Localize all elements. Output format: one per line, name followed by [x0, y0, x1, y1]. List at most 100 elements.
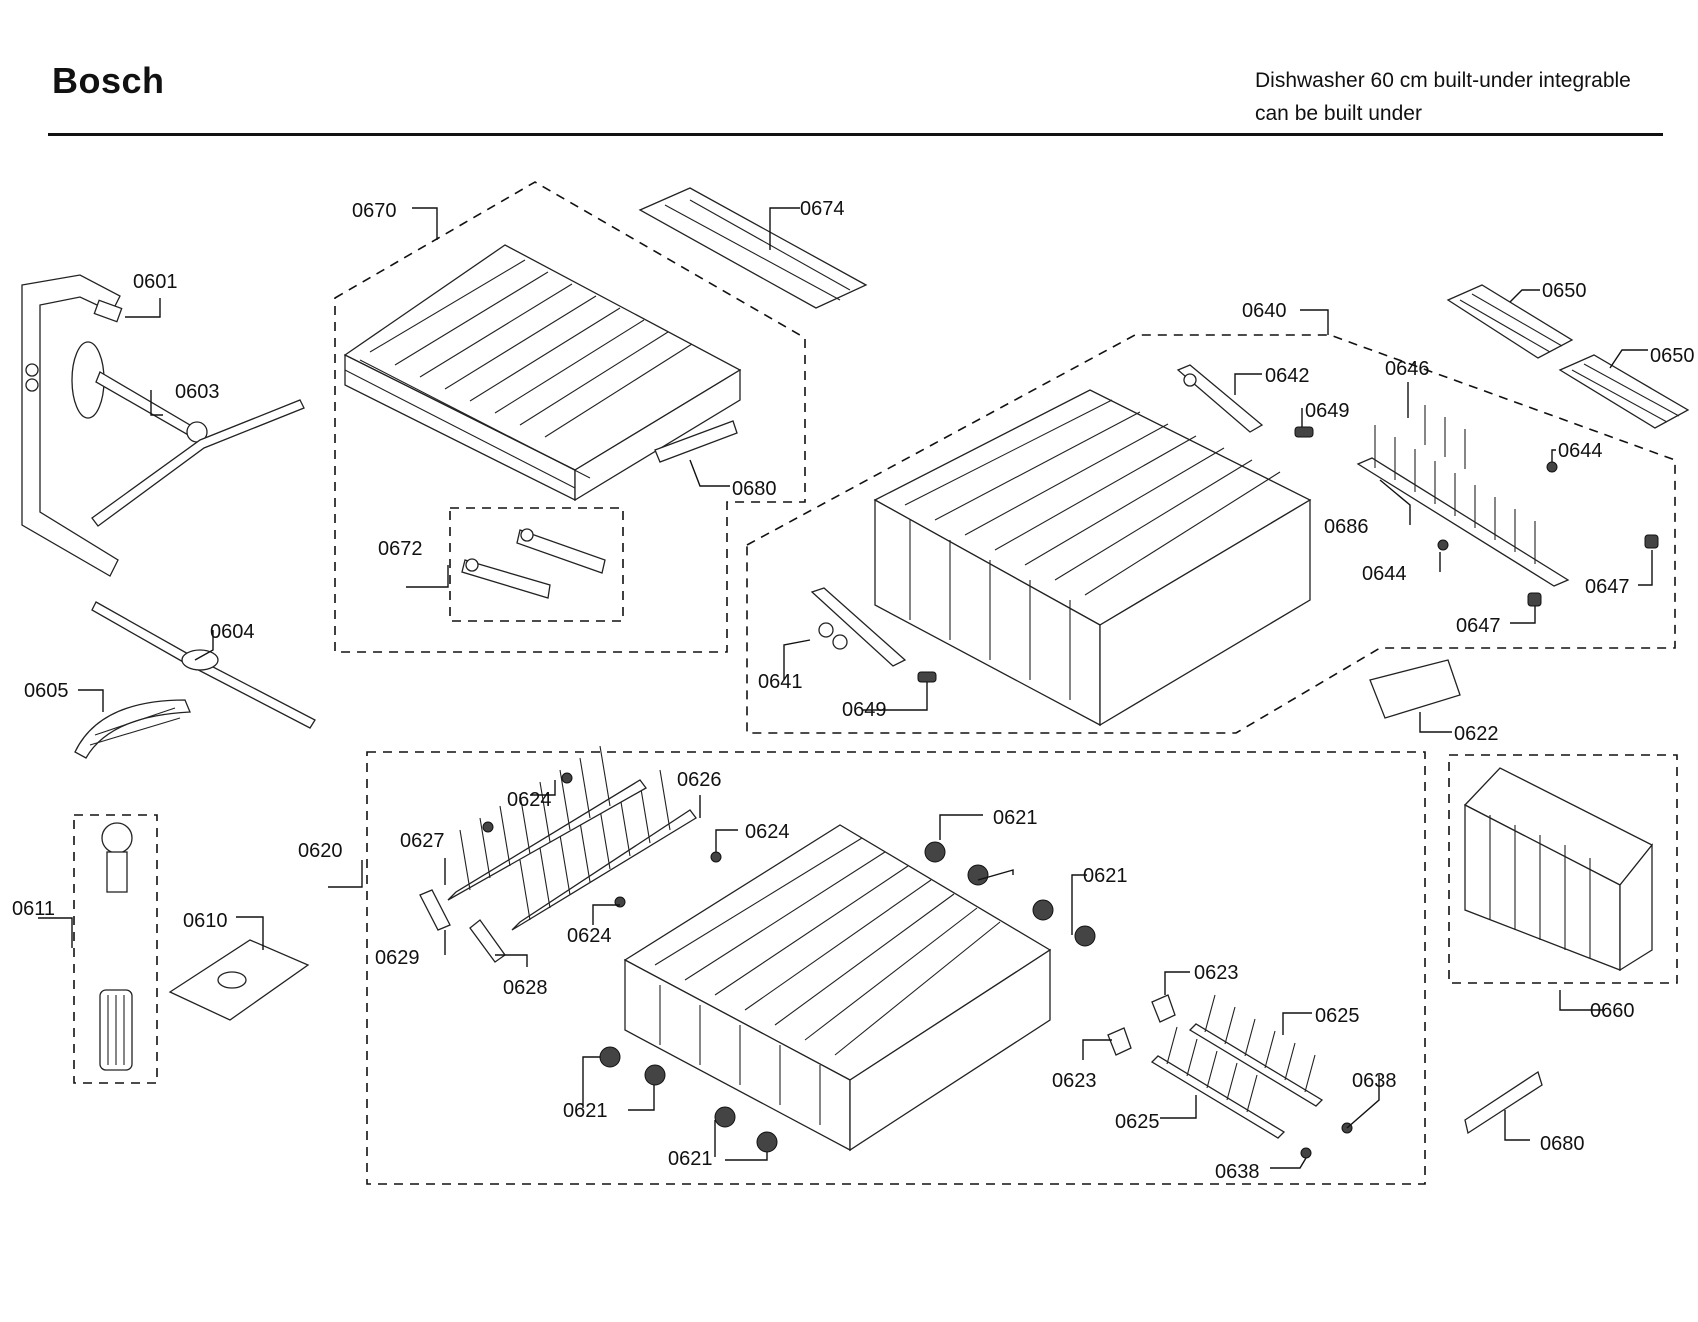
part-0625-tine-rack-a — [1188, 994, 1324, 1107]
part-0670-upper-basket — [343, 244, 742, 502]
part-0621-wheel-f — [644, 1064, 666, 1086]
group-box-0620 — [366, 751, 1426, 1185]
header-rule — [48, 133, 1663, 136]
part-0647-stop-a — [1644, 534, 1659, 549]
part-0621-wheel-b — [967, 864, 989, 886]
part-0649-clip-upper — [1294, 426, 1314, 438]
callout-0604: 0604 — [210, 621, 255, 643]
part-0621-wheel-g — [714, 1106, 736, 1128]
callout-0622: 0622 — [1454, 723, 1499, 745]
part-0660-cutlery-basket — [1463, 767, 1654, 972]
callout-0670: 0670 — [352, 200, 397, 222]
part-0624-clip-a — [561, 772, 573, 784]
callout-0621-c: 0621 — [563, 1100, 608, 1122]
callout-0623-a: 0623 — [1194, 962, 1239, 984]
callout-0623-b: 0623 — [1052, 1070, 1097, 1092]
part-0623-holder-a — [1151, 994, 1176, 1023]
callout-0603: 0603 — [175, 381, 220, 403]
callout-0650-a: 0650 — [1542, 280, 1587, 302]
part-0647-stop-b — [1527, 592, 1542, 607]
brand-title: Bosch — [52, 60, 165, 101]
part-0604-lower-spray-arm — [91, 601, 316, 729]
part-0621-wheel-a — [924, 841, 946, 863]
part-0644-clip-a — [1546, 461, 1558, 473]
part-0672-rails — [461, 528, 606, 599]
part-0624-clip-b — [482, 821, 494, 833]
callout-0625-b: 0625 — [1115, 1111, 1160, 1133]
part-0650-shelf-b — [1558, 354, 1690, 429]
part-0621-wheel-c — [1032, 899, 1054, 921]
callout-0680-lower: 0680 — [1540, 1133, 1585, 1155]
callout-0649-upper: 0649 — [1305, 400, 1350, 422]
part-0610-filter-plate — [168, 939, 310, 1021]
callout-0621-a: 0621 — [993, 807, 1038, 829]
part-0629-holder — [419, 889, 451, 931]
callout-0624-c: 0624 — [567, 925, 612, 947]
callout-labels: 0601 0603 0604 0605 0611 0610 0670 0674 … — [12, 198, 1695, 1183]
callout-0620: 0620 — [298, 840, 343, 862]
callout-0601: 0601 — [133, 271, 178, 293]
callout-0650-b: 0650 — [1650, 345, 1695, 367]
part-0680-handle-lower — [1464, 1070, 1543, 1135]
callout-0624-b: 0624 — [745, 821, 790, 843]
part-0605-cover — [74, 699, 191, 759]
callout-0605: 0605 — [24, 680, 69, 702]
part-0641-rail — [810, 587, 907, 667]
callout-0644-b: 0644 — [1362, 563, 1407, 585]
part-0624-clip-c — [710, 851, 722, 863]
callout-0641: 0641 — [758, 671, 803, 693]
callout-0638-a: 0638 — [1352, 1070, 1397, 1092]
callout-0640: 0640 — [1242, 300, 1287, 322]
part-0611-filter — [99, 822, 133, 1071]
part-0627-tine-rack — [447, 745, 647, 901]
diagram-description: Dishwasher 60 cm built-under integrable … — [1255, 64, 1631, 130]
callout-0629: 0629 — [375, 947, 420, 969]
description-line-1: Dishwasher 60 cm built-under integrable — [1255, 69, 1631, 92]
callout-0610: 0610 — [183, 910, 228, 932]
part-0620-lower-basket — [623, 824, 1052, 1152]
part-0649-clip-lower — [917, 671, 937, 683]
callout-0680-upper: 0680 — [732, 478, 777, 500]
group-box-0660 — [1448, 754, 1678, 984]
description-line-2: can be built under — [1255, 102, 1422, 125]
callout-0646: 0646 — [1385, 358, 1430, 380]
group-box-0611 — [73, 814, 158, 1084]
callout-0644-a: 0644 — [1558, 440, 1603, 462]
part-0603-upper-spray-arm — [71, 341, 305, 527]
leader-lines — [38, 207, 1653, 1169]
callout-0672: 0672 — [378, 538, 423, 560]
callout-0626: 0626 — [677, 769, 722, 791]
callout-0674: 0674 — [800, 198, 845, 220]
part-0622-handle — [1369, 659, 1461, 719]
callout-0686: 0686 — [1324, 516, 1369, 538]
group-box-0672 — [449, 507, 624, 622]
callout-0625-a: 0625 — [1315, 1005, 1360, 1027]
part-0601-supply-pipe — [21, 274, 123, 577]
group-box-0640 — [746, 334, 1676, 734]
part-0625-tine-rack-b — [1150, 1026, 1286, 1139]
callout-0621-b: 0621 — [1083, 865, 1128, 887]
part-0680-handle-upper — [654, 420, 738, 463]
callout-0647-b: 0647 — [1456, 615, 1501, 637]
callout-0624-a: 0624 — [507, 789, 552, 811]
part-0642-rail-holder — [1176, 364, 1264, 433]
callout-0611: 0611 — [12, 898, 55, 920]
part-0638-clip-b — [1300, 1147, 1312, 1159]
callout-0621-d: 0621 — [668, 1148, 713, 1170]
part-0644-clip-b — [1437, 539, 1449, 551]
callout-0649-lower: 0649 — [842, 699, 887, 721]
part-0621-wheel-d — [1074, 925, 1096, 947]
callout-0628: 0628 — [503, 977, 548, 999]
callout-0660: 0660 — [1590, 1000, 1635, 1022]
part-0686-tine-rack — [1356, 405, 1570, 587]
part-0626-tine-rack — [511, 769, 697, 931]
callout-0647-a: 0647 — [1585, 576, 1630, 598]
callout-0627: 0627 — [400, 830, 445, 852]
part-0650-shelf-a — [1446, 284, 1574, 359]
part-0640-middle-basket — [873, 389, 1312, 727]
part-0621-wheel-e — [599, 1046, 621, 1068]
part-0621-wheel-h — [756, 1131, 778, 1153]
callout-0642: 0642 — [1265, 365, 1310, 387]
part-0623-holder-b — [1107, 1027, 1132, 1056]
